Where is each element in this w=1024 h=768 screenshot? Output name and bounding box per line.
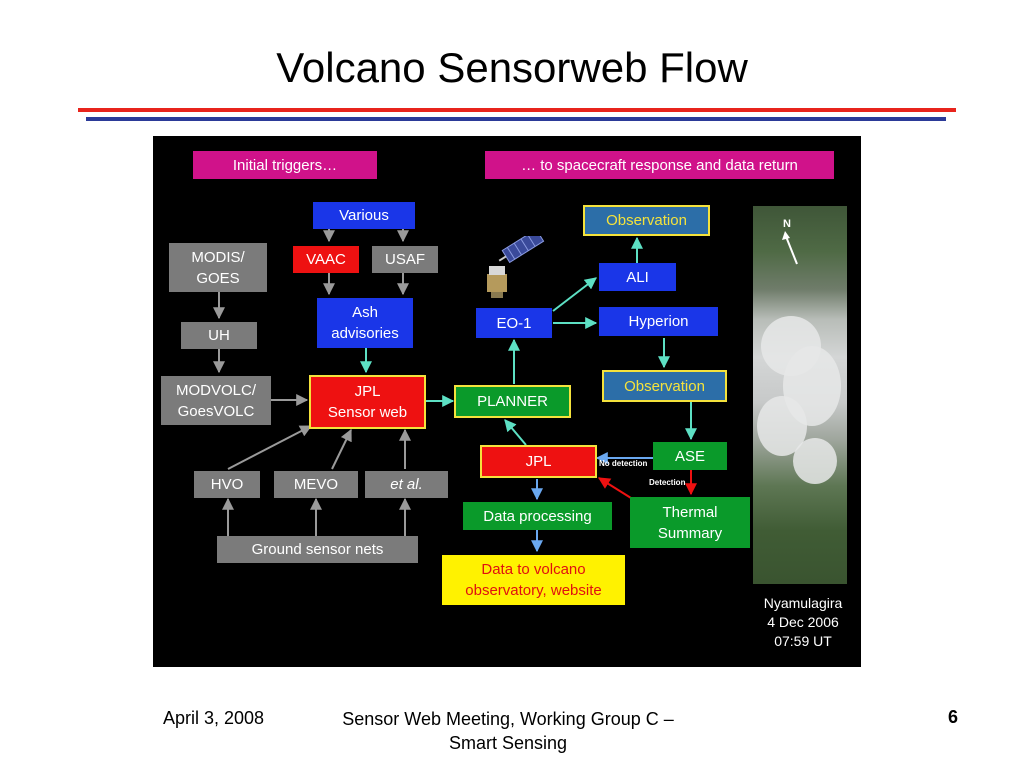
- arrow-thermal-jpl: [599, 478, 631, 498]
- arrow-mevo-jpl: [332, 430, 351, 469]
- slide-number: 6: [948, 707, 958, 728]
- node-usaf: USAF: [372, 246, 438, 273]
- node-et-al: et al.: [365, 471, 448, 498]
- node-ase: ASE: [653, 442, 727, 470]
- node-various: Various: [313, 202, 415, 229]
- node-jpl: JPL: [480, 445, 597, 478]
- title-rule-blue: [86, 117, 946, 121]
- title-rule-red: [78, 108, 956, 112]
- node-ground-sensor-nets: Ground sensor nets: [217, 536, 418, 563]
- node-hyperion: Hyperion: [599, 307, 718, 336]
- footer-meeting: Sensor Web Meeting, Working Group C – Sm…: [300, 707, 716, 755]
- node-data-processing: Data processing: [463, 502, 612, 530]
- node-observation-mid: Observation: [602, 370, 727, 402]
- north-arrow-icon: [781, 230, 805, 266]
- spacecraft-icon: [479, 236, 555, 304]
- arrow-jpl-planner-up: [505, 420, 526, 445]
- node-data-to-volcano: Data to volcano observatory, website: [442, 555, 625, 605]
- node-vaac: VAAC: [293, 246, 359, 273]
- satellite-image: N: [753, 206, 847, 584]
- header-spacecraft-response: … to spacecraft response and data return: [485, 151, 834, 179]
- node-thermal-summary: Thermal Summary: [630, 497, 750, 548]
- sensorweb-diagram: Initial triggers… … to spacecraft respon…: [153, 136, 861, 667]
- node-ash-advisories: Ash advisories: [317, 298, 413, 348]
- node-mevo: MEVO: [274, 471, 358, 498]
- header-initial-triggers: Initial triggers…: [193, 151, 377, 179]
- node-hvo: HVO: [194, 471, 260, 498]
- node-eo1: EO-1: [476, 308, 552, 338]
- arrow-eo1-ali: [553, 278, 596, 311]
- footer-date: April 3, 2008: [163, 708, 264, 729]
- label-no-detection: No detection: [599, 459, 647, 468]
- node-planner: PLANNER: [454, 385, 571, 418]
- image-caption: Nyamulagira 4 Dec 2006 07:59 UT: [751, 594, 855, 651]
- arrow-hvo-jpl: [228, 426, 311, 469]
- node-modis-goes: MODIS/ GOES: [169, 243, 267, 292]
- slide-title: Volcano Sensorweb Flow: [0, 44, 1024, 92]
- node-modvolc-goesvolc: MODVOLC/ GoesVOLC: [161, 376, 271, 425]
- north-label: N: [783, 218, 791, 230]
- node-observation-top: Observation: [583, 205, 710, 236]
- node-ali: ALI: [599, 263, 676, 291]
- label-detection: Detection: [649, 478, 685, 487]
- node-uh: UH: [181, 322, 257, 349]
- node-jpl-sensor-web: JPL Sensor web: [309, 375, 426, 429]
